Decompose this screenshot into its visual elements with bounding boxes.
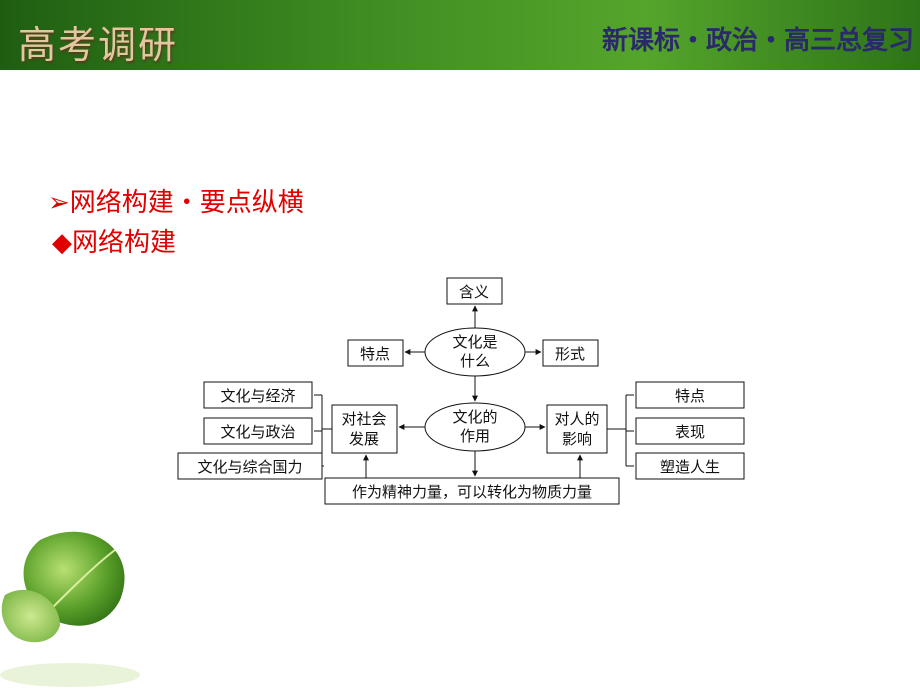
header-title: 高考调研 bbox=[18, 23, 179, 67]
node-features-box bbox=[347, 339, 404, 367]
society-item-box-3 bbox=[177, 452, 323, 480]
node-person-line1: 对人的 bbox=[554, 410, 599, 428]
person-item-box-1 bbox=[635, 381, 745, 409]
society-item-box-1 bbox=[203, 381, 313, 409]
node-society-line1: 对社会 bbox=[341, 410, 386, 428]
person-item-box-2 bbox=[635, 417, 745, 445]
node-society-line2: 发展 bbox=[349, 430, 379, 448]
header-bar: 高考调研 新课标・政治・高三总复习 bbox=[0, 0, 920, 70]
node-person-line2: 影响 bbox=[562, 430, 592, 448]
node-bottom: 作为精神力量，可以转化为物质力量 bbox=[352, 483, 592, 501]
node-what-is-culture-line2: 什么 bbox=[460, 352, 490, 370]
society-item-2: 文化与政治 bbox=[220, 423, 295, 441]
node-what-is-culture-line1: 文化是 bbox=[452, 333, 497, 351]
society-item-3: 文化与综合国力 bbox=[197, 458, 302, 476]
node-society-box bbox=[331, 404, 398, 454]
section-subheading: ◆网络构建 bbox=[52, 228, 176, 258]
person-item-1: 特点 bbox=[675, 387, 705, 405]
header-subtitle: 新课标・政治・高三总复习 bbox=[601, 26, 914, 56]
node-forms: 形式 bbox=[555, 345, 585, 363]
concept-map: 含义 文化是 什么 特点 形式 文化的 作用 对社会 发展 对人的 影响 文化与… bbox=[177, 277, 745, 505]
leaf-decoration-icon bbox=[0, 531, 140, 687]
node-meaning: 含义 bbox=[459, 283, 489, 301]
node-person-box bbox=[546, 404, 608, 454]
section-heading: ➢网络构建・要点纵横 bbox=[48, 188, 304, 218]
node-meaning-box bbox=[446, 277, 503, 305]
society-item-box-2 bbox=[203, 417, 313, 445]
node-bottom-box bbox=[324, 477, 620, 505]
person-item-box-3 bbox=[635, 452, 745, 480]
node-features: 特点 bbox=[360, 345, 390, 363]
node-forms-box bbox=[542, 339, 599, 367]
node-role-line2: 作用 bbox=[460, 427, 490, 445]
node-role-line1: 文化的 bbox=[452, 408, 497, 426]
person-item-3: 塑造人生 bbox=[660, 458, 720, 476]
society-item-1: 文化与经济 bbox=[220, 387, 295, 405]
person-item-2: 表现 bbox=[675, 423, 705, 441]
